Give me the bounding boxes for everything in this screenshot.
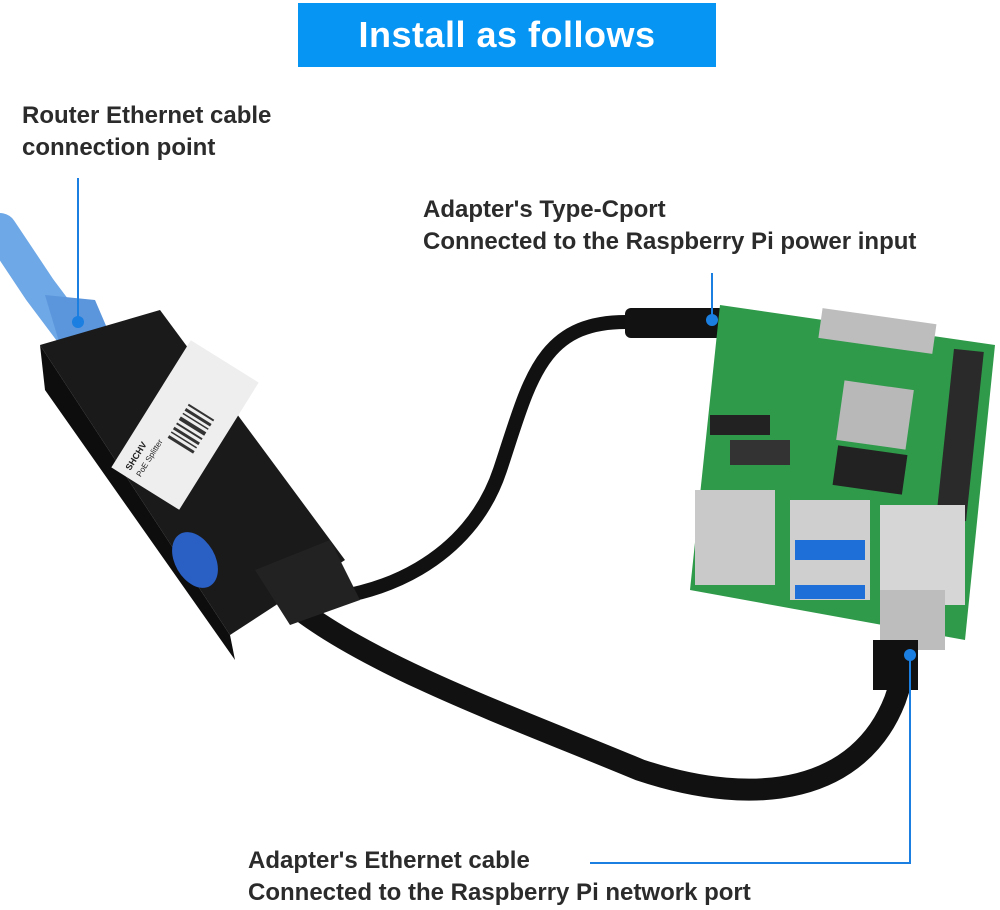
callout-lines [77,178,911,864]
black-cables [289,314,916,801]
callout-line-2: Connected to the Raspberry Pi power inpu… [423,228,917,255]
router-ethernet-cable [0,213,110,347]
callout-router-ethernet: Router Ethernet cable connection point [22,100,271,164]
callout-adapter-ethernet: Adapter's Ethernet cable Connected to th… [248,845,751,909]
callout-line-1: Router Ethernet cable [22,102,272,129]
callout-line-1: Adapter's Ethernet cable [248,847,530,874]
callout-line-1: Adapter's Type-Cport [423,196,666,223]
banner-title: Install as follows [298,3,716,67]
callout-line-2: Connected to the Raspberry Pi network po… [248,879,751,906]
callout-dots [72,314,916,661]
callout-line-2: connection point [22,134,216,161]
poe-adapter: SHCHV PoE Splitter [40,310,360,660]
callout-type-c-port: Adapter's Type-Cport Connected to the Ra… [423,194,916,258]
raspberry-pi-board [690,305,995,690]
